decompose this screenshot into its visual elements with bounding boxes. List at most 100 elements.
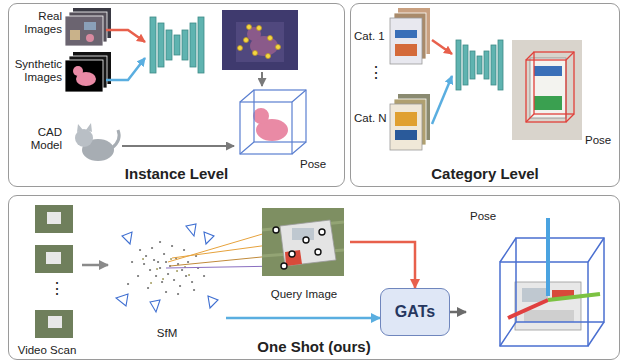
panel-title: One Shot (ours) <box>257 338 370 355</box>
category-pose-image <box>534 52 574 114</box>
network <box>166 30 172 60</box>
keypoint-image <box>222 10 298 70</box>
network <box>463 45 468 85</box>
category-pose-image <box>530 58 566 118</box>
camera-frustum <box>208 296 218 308</box>
query-image <box>303 237 309 243</box>
synthetic-image-stack <box>65 52 111 92</box>
cad-arrow <box>122 145 234 147</box>
keypoint-image <box>238 25 281 59</box>
pose-box <box>254 90 306 142</box>
network <box>456 40 503 90</box>
node-label: Video Scan <box>18 344 77 357</box>
network <box>491 45 496 85</box>
final-pose-box <box>524 310 574 322</box>
category-arrow <box>432 40 452 54</box>
query-image <box>289 251 295 257</box>
keypoint-image <box>222 10 298 70</box>
synthetic-arrow <box>106 58 145 80</box>
query-image <box>280 220 336 266</box>
figure-label: Pose <box>300 158 326 171</box>
query-image <box>319 229 325 235</box>
real-image-stack <box>65 16 103 46</box>
category-image-stack <box>395 44 417 56</box>
connector-arrow <box>450 311 466 314</box>
figure-label: Real Images <box>10 10 62 36</box>
network <box>190 23 196 67</box>
query-image <box>273 227 279 233</box>
camera-frustum <box>116 294 128 306</box>
figure-label: ⋮ <box>49 280 65 298</box>
category-image-stack <box>390 18 422 64</box>
figure-label: Cat. 1 <box>354 30 385 43</box>
panel-frame: Category Level <box>350 3 620 187</box>
real-image-stack <box>70 30 80 40</box>
node-label: Pose <box>470 210 496 223</box>
query-image <box>262 208 344 276</box>
final-pose-box <box>500 262 588 346</box>
network <box>198 17 204 73</box>
pose-box <box>253 108 269 124</box>
cad-model <box>77 123 92 132</box>
category-pose-image <box>526 52 574 122</box>
network <box>456 40 461 90</box>
node-label: SfM <box>157 327 177 340</box>
query-image <box>285 250 302 266</box>
synthetic-image-stack <box>65 60 103 92</box>
category-image-stack <box>395 30 417 38</box>
real-image-stack <box>84 22 96 30</box>
query-image <box>262 208 344 276</box>
connector-arrow <box>82 264 108 267</box>
process-box: GATs <box>380 288 450 336</box>
keypoint-image <box>253 51 258 56</box>
keypoint-image <box>266 54 271 59</box>
node-label: Query Image <box>271 288 337 301</box>
camera-frustum <box>186 224 196 236</box>
final-pose-box <box>500 218 604 346</box>
synthetic-image-stack <box>73 66 83 76</box>
video-frame <box>48 316 62 328</box>
real-image-stack <box>86 34 94 42</box>
final-pose-box <box>548 294 600 300</box>
keypoint-image <box>276 45 281 50</box>
image-to-pose-arrow <box>261 72 263 86</box>
network <box>158 23 164 67</box>
camera-frustum <box>150 300 160 312</box>
pose-box <box>240 90 306 154</box>
category-image-stack <box>390 8 430 64</box>
connector-arrow <box>350 242 415 288</box>
image-node: Pose <box>466 208 612 357</box>
network <box>182 30 188 60</box>
network <box>150 17 204 73</box>
category-pose-image <box>512 40 582 140</box>
network <box>174 35 180 55</box>
figure-label: CAD Model <box>10 126 62 152</box>
query-image <box>315 249 321 255</box>
category-pose-image <box>526 52 574 122</box>
figure-label: Pose <box>585 134 611 147</box>
video-frame <box>35 205 73 338</box>
video-frame <box>35 205 73 233</box>
video-frame <box>47 212 61 224</box>
category-arrow <box>432 76 452 124</box>
category-pose-image <box>534 96 562 110</box>
network <box>477 56 482 74</box>
keypoint-image <box>238 46 243 51</box>
keypoint-image <box>247 25 252 30</box>
video-frame <box>35 310 73 338</box>
network <box>150 17 156 73</box>
real-arrow <box>106 30 145 42</box>
video-frame <box>35 245 73 273</box>
panel-title: Instance Level <box>125 165 228 182</box>
connector-arrow <box>226 317 380 320</box>
query-image <box>273 227 325 269</box>
panel-title: Category Level <box>431 165 539 182</box>
figure-label: Synthetic Images <box>10 58 62 84</box>
video-frame <box>46 252 61 264</box>
category-pose-image <box>534 66 562 76</box>
final-pose-box <box>500 238 604 346</box>
point-cloud <box>143 259 189 283</box>
